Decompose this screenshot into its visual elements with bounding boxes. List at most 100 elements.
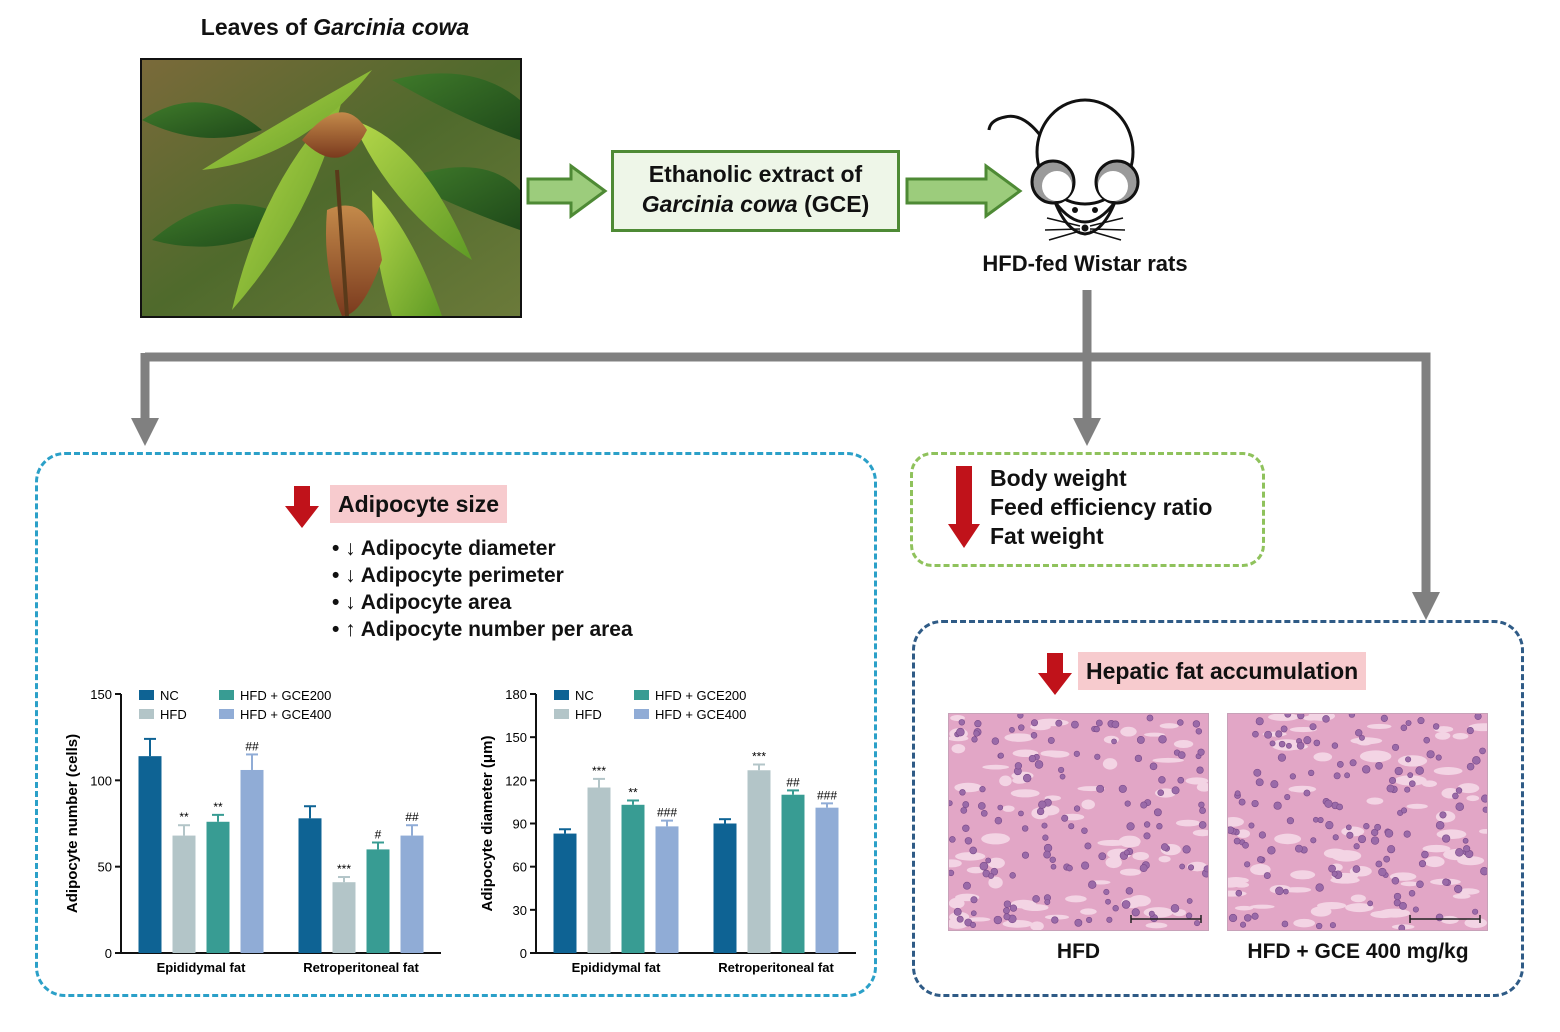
nucleus [1043,843,1053,853]
nucleus [1370,836,1380,845]
nucleus [1081,827,1088,834]
nucleus [1244,914,1252,922]
nucleus [1066,864,1073,872]
y-tick-label: 0 [105,946,112,961]
nucleus [991,737,1000,745]
nucleus [1149,762,1158,771]
nucleus [979,861,989,871]
y-tick-label: 150 [505,730,527,745]
bullet-item: • ↓ Adipocyte diameter [332,535,556,562]
nucleus [1384,829,1394,838]
sinusoid [949,897,965,909]
nucleus [1383,855,1390,863]
nucleus [959,789,966,796]
bar [206,821,230,953]
bullet-marker: • ↑ [332,618,356,641]
nucleus [1455,848,1464,857]
nucleus [1021,825,1029,832]
bullet-item: • ↓ Adipocyte area [332,589,511,616]
sinusoid [1175,819,1201,827]
nucleus [1435,913,1444,922]
nucleus [1197,748,1205,756]
nucleus [1277,753,1287,762]
sinusoid [1250,863,1271,876]
sinusoid [1397,755,1428,767]
nucleus [1353,843,1360,850]
nucleus [1248,822,1255,829]
nucleus [1263,872,1271,880]
significance-label: ### [657,806,677,820]
nucleus [1296,741,1305,750]
sinusoid [1105,856,1122,869]
sinusoid [1185,777,1208,785]
nucleus [1455,787,1463,794]
nucleus [1106,916,1113,923]
nucleus [1182,845,1191,854]
nucleus [1452,792,1459,800]
nucleus [1439,811,1447,819]
nucleus [1269,740,1276,747]
sinusoid [1159,723,1179,729]
nucleus [1018,724,1025,731]
adipocyte-header: Adipocyte size [330,485,508,523]
sinusoid [1436,829,1467,840]
nucleus [1158,735,1167,744]
y-axis-label: Adipocyte diameter (μm) [479,736,496,912]
nucleus [1139,864,1148,873]
sinusoid [1452,893,1471,899]
y-tick-label: 180 [505,687,527,702]
legend-label: HFD [575,707,602,722]
sinusoid [1400,881,1419,887]
nucleus [1258,831,1267,839]
nucleus [958,719,965,726]
nucleus [1421,850,1429,859]
y-tick-label: 150 [90,687,112,702]
nucleus [1244,861,1251,868]
significance-label: *** [752,750,766,764]
nucleus [1131,908,1140,917]
nucleus [1042,834,1049,841]
sinusoid [1065,895,1087,903]
nucleus [1124,800,1131,807]
nucleus [1297,714,1305,720]
sinusoid [1021,904,1049,911]
nucleus [1442,834,1451,843]
sinusoid [1145,922,1168,929]
sinusoid [1004,733,1034,742]
nucleus [1148,910,1155,917]
fat-weight-item: Fat weight [990,523,1104,549]
sinusoid [966,917,991,922]
category-label: Epididymal fat [157,960,247,975]
nucleus [969,846,977,855]
sinusoid [1435,731,1451,740]
bar [298,818,322,953]
nucleus [1061,814,1069,822]
nucleus [1251,912,1259,920]
rat-icon [987,98,1140,241]
nucleus [1179,863,1186,870]
nucleus [1059,773,1066,780]
nucleus [1270,780,1279,789]
nucleus [1417,717,1425,725]
extract-suffix: (GCE) [797,191,870,217]
nucleus [1255,717,1264,726]
nucleus [1196,766,1204,774]
nucleus [1098,852,1107,861]
nucleus [1160,843,1169,851]
legend-label: HFD + GCE400 [655,707,746,722]
bullet-text: Adipocyte number per area [360,618,633,641]
nucleus [1073,750,1080,757]
hepatic-header: Hepatic fat accumulation [1078,652,1367,690]
nucleus [1480,867,1487,876]
arrow-right-icon [526,163,608,219]
bar [172,835,196,953]
leaf-title-species: Garcinia cowa [313,14,470,40]
down-arrow-icon [285,486,319,528]
nucleus [1346,831,1354,839]
sinusoid [1331,850,1362,862]
nucleus [997,752,1004,759]
nucleus [1177,751,1186,759]
nucleus [1111,738,1117,745]
nucleus [1105,898,1111,905]
